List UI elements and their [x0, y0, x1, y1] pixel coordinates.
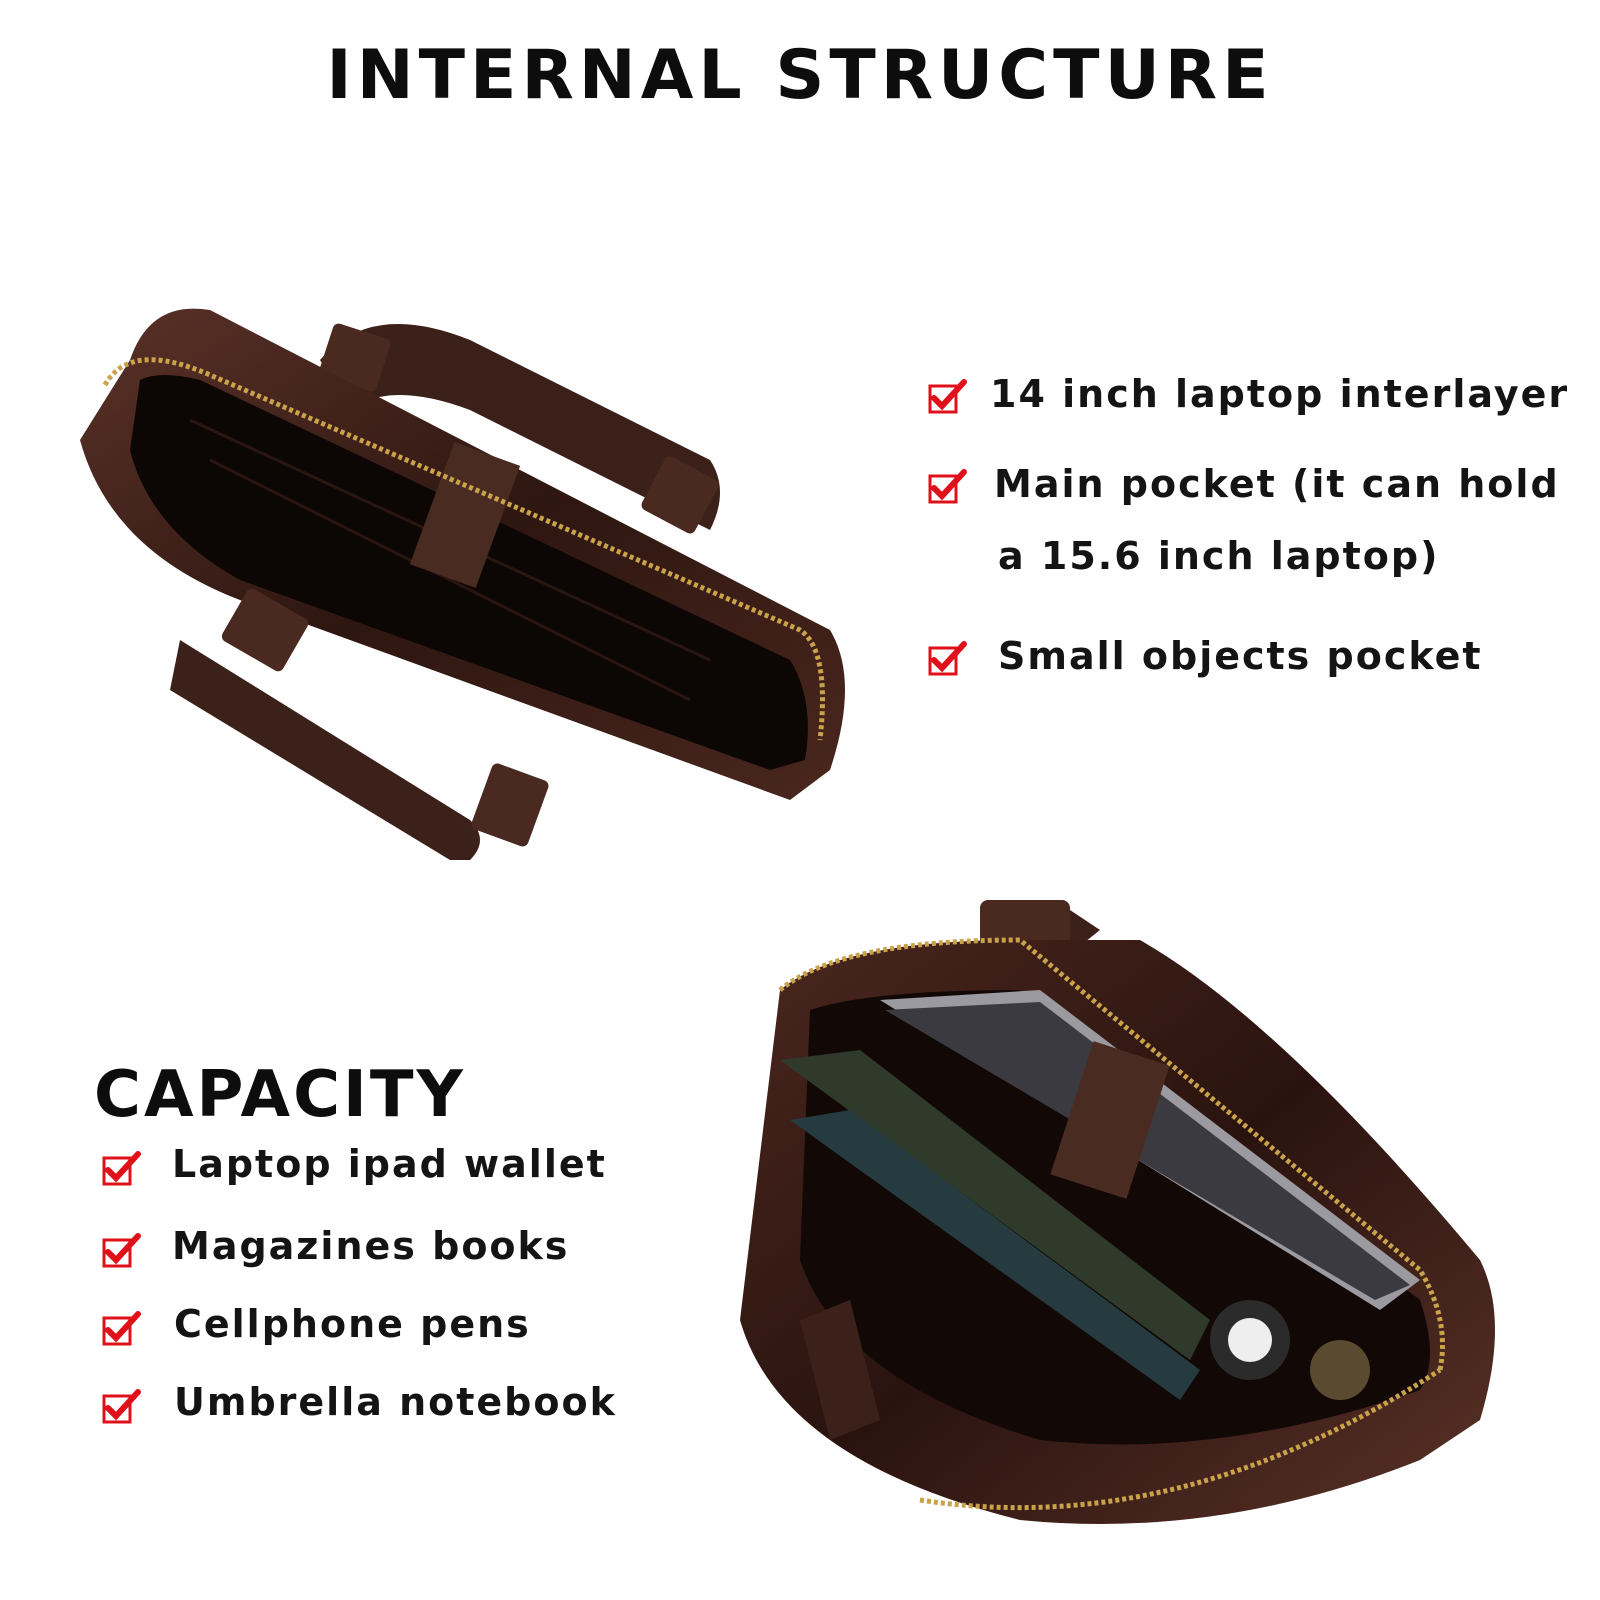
check-icon: [102, 1151, 141, 1186]
capacity-heading: CAPACITY: [94, 1058, 466, 1132]
check-icon: [928, 641, 967, 676]
structure-feature-main-pocket-cont: a 15.6 inch laptop): [998, 534, 1440, 578]
bag-photo-filled: [740, 900, 1495, 1524]
capacity-item-laptop: Laptop ipad wallet: [172, 1142, 607, 1186]
page-title: INTERNAL STRUCTURE: [326, 36, 1274, 115]
check-icon: [102, 1311, 141, 1346]
check-icon: [102, 1233, 141, 1268]
check-icon: [928, 379, 967, 414]
check-icon: [928, 469, 967, 504]
structure-feature-small-objects: Small objects pocket: [998, 634, 1483, 678]
capacity-item-magazines: Magazines books: [172, 1224, 570, 1268]
capacity-item-cellphone: Cellphone pens: [174, 1302, 531, 1346]
check-icon: [102, 1389, 141, 1424]
capacity-item-umbrella: Umbrella notebook: [174, 1380, 617, 1424]
structure-feature-main-pocket: Main pocket (it can hold: [994, 462, 1560, 506]
structure-feature-laptop-interlayer: 14 inch laptop interlayer: [990, 372, 1570, 416]
bag-photo-empty: [80, 308, 845, 860]
